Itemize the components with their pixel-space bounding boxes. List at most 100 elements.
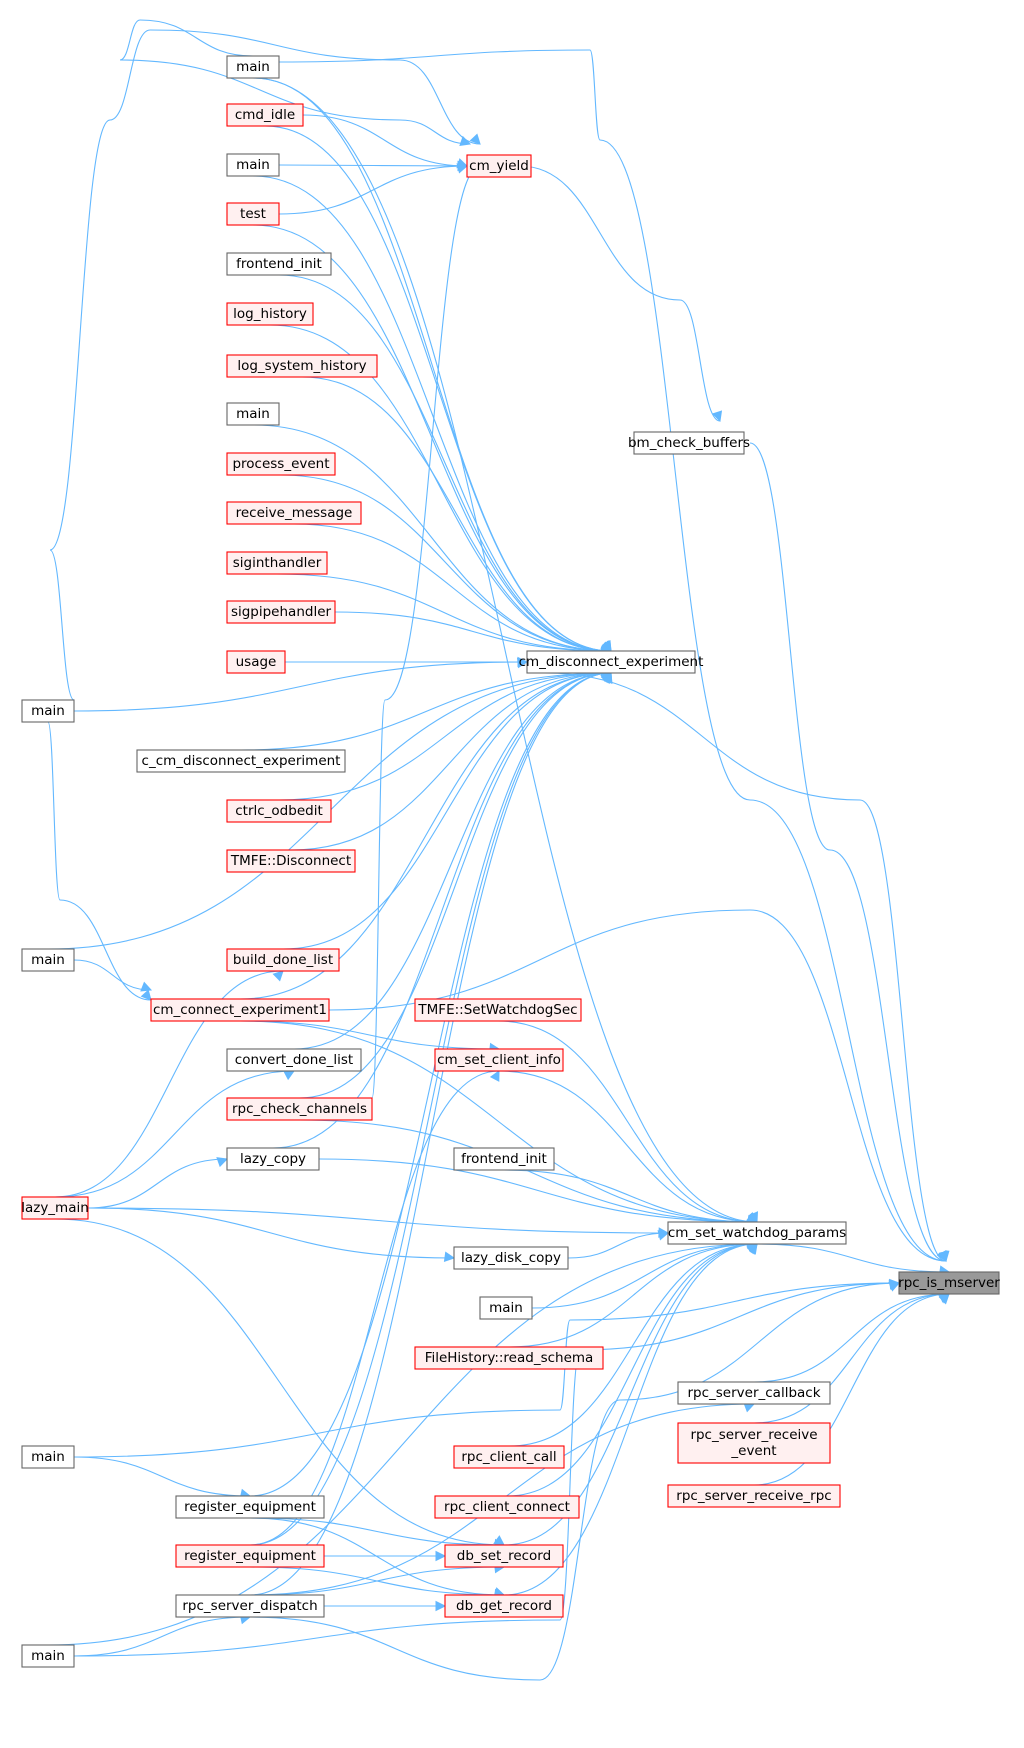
node-box[interactable] [444, 1594, 564, 1618]
node-filehistory-read-schema[interactable]: FileHistory::read_schema [414, 1346, 604, 1370]
node-box[interactable] [226, 354, 378, 378]
node-cm-set-client-info[interactable]: cm_set_client_info [434, 1048, 564, 1072]
node-box[interactable] [453, 1246, 569, 1270]
node-db-get-record[interactable]: db_get_record [444, 1594, 564, 1618]
node-box[interactable] [21, 1196, 89, 1220]
node-box[interactable] [414, 998, 582, 1022]
node-rpc-server-receive-event[interactable]: rpc_server_receive_event [677, 1422, 831, 1464]
node-box[interactable] [226, 402, 280, 426]
node-convert-done-list[interactable]: convert_done_list [226, 1048, 362, 1072]
node-box[interactable] [226, 452, 336, 476]
node-process-event[interactable]: process_event [226, 452, 336, 476]
node-box[interactable] [667, 1484, 841, 1508]
node-box[interactable] [226, 153, 280, 177]
node-siginthandler[interactable]: siginthandler [226, 551, 328, 575]
node-cm-set-watchdog-params[interactable]: cm_set_watchdog_params [667, 1221, 847, 1245]
edge-n36-to-n31 [508, 1243, 758, 1447]
node-box[interactable] [453, 1445, 565, 1469]
node-box[interactable] [466, 154, 532, 178]
node-box[interactable] [226, 252, 332, 276]
node-test[interactable]: test [226, 202, 280, 226]
node-box[interactable] [21, 1644, 75, 1668]
node-rpc-client-call[interactable]: rpc_client_call [453, 1445, 565, 1469]
node-cmd-idle[interactable]: cmd_idle [226, 103, 304, 127]
node-label: rpc_check_channels [232, 1101, 367, 1117]
node-lazy-copy[interactable]: lazy_copy [226, 1147, 320, 1171]
node-cm-disconnect-experiment[interactable]: cm_disconnect_experiment [519, 650, 704, 674]
node-box[interactable] [226, 799, 332, 823]
node-box[interactable] [226, 501, 362, 525]
node-box[interactable] [226, 103, 304, 127]
node-frontend-init[interactable]: frontend_init [453, 1147, 555, 1171]
node-usage[interactable]: usage [226, 650, 286, 674]
node-box[interactable] [175, 1495, 325, 1519]
node-box[interactable] [633, 431, 745, 455]
node-cm-connect-experiment1[interactable]: cm_connect_experiment1 [150, 998, 330, 1022]
node-box[interactable] [226, 55, 280, 79]
node-main[interactable]: main [21, 1644, 75, 1668]
node-main[interactable]: main [226, 55, 280, 79]
node-box[interactable] [175, 1544, 325, 1568]
node-box[interactable] [150, 998, 330, 1022]
node-rpc-server-callback[interactable]: rpc_server_callback [677, 1381, 831, 1405]
node-bm-check-buffers[interactable]: bm_check_buffers [628, 431, 750, 455]
node-box[interactable] [226, 1097, 373, 1121]
node-box[interactable] [226, 551, 328, 575]
node-box[interactable] [414, 1346, 604, 1370]
node-box[interactable] [453, 1147, 555, 1171]
node-box[interactable] [226, 1147, 320, 1171]
node-rpc-is-mserver[interactable]: rpc_is_mserver [898, 1271, 1000, 1295]
node-box[interactable] [226, 302, 314, 326]
node-box[interactable] [526, 650, 696, 674]
node-box[interactable] [677, 1422, 831, 1464]
node-main[interactable]: main [21, 699, 75, 723]
node-box[interactable] [226, 650, 286, 674]
node-main[interactable]: main [226, 402, 280, 426]
node-box[interactable] [677, 1381, 831, 1405]
edge-n3-to-n0 [278, 49, 947, 1262]
node-box[interactable] [21, 948, 75, 972]
node-box[interactable] [136, 749, 346, 773]
node-log-history[interactable]: log_history [226, 302, 314, 326]
node-register-equipment[interactable]: register_equipment [175, 1495, 325, 1519]
node-box[interactable] [21, 1445, 75, 1469]
node-main[interactable]: main [479, 1296, 533, 1320]
node-box[interactable] [21, 699, 75, 723]
edge-n27-to-n26 [87, 1158, 228, 1209]
node-box[interactable] [444, 1544, 564, 1568]
node-log-system-history[interactable]: log_system_history [226, 354, 378, 378]
node-cm-yield[interactable]: cm_yield [466, 154, 532, 178]
node-db-set-record[interactable]: db_set_record [444, 1544, 564, 1568]
node-box[interactable] [226, 1048, 362, 1072]
node-register-equipment[interactable]: register_equipment [175, 1544, 325, 1568]
node-box[interactable] [434, 1048, 564, 1072]
node-box[interactable] [898, 1271, 1000, 1295]
node-build-done-list[interactable]: build_done_list [226, 948, 340, 972]
node-lazy-disk-copy[interactable]: lazy_disk_copy [453, 1246, 569, 1270]
node-box[interactable] [226, 948, 340, 972]
node-main[interactable]: main [21, 948, 75, 972]
node-tmfe-disconnect[interactable]: TMFE::Disconnect [226, 849, 356, 873]
node-box[interactable] [434, 1495, 580, 1519]
node-rpc-server-receive-rpc[interactable]: rpc_server_receive_rpc [667, 1484, 841, 1508]
arrowhead-n6-to-n2 [456, 163, 469, 174]
node-frontend-init[interactable]: frontend_init [226, 252, 332, 276]
node-tmfe-setwatchdogsec[interactable]: TMFE::SetWatchdogSec [414, 998, 582, 1022]
node-box[interactable] [226, 600, 336, 624]
node-lazy-main[interactable]: lazy_main [21, 1196, 89, 1220]
node-main[interactable]: main [21, 1445, 75, 1469]
node-c-cm-disconnect-experiment[interactable]: c_cm_disconnect_experiment [136, 749, 346, 773]
node-rpc-server-dispatch[interactable]: rpc_server_dispatch [175, 1594, 325, 1618]
node-main[interactable]: main [226, 153, 280, 177]
node-box[interactable] [667, 1221, 847, 1245]
node-sigpipehandler[interactable]: sigpipehandler [226, 600, 336, 624]
node-box[interactable] [175, 1594, 325, 1618]
node-rpc-check-channels[interactable]: rpc_check_channels [226, 1097, 373, 1121]
arrowhead-n42-to-n29 [489, 1070, 500, 1082]
node-box[interactable] [226, 202, 280, 226]
node-receive-message[interactable]: receive_message [226, 501, 362, 525]
node-box[interactable] [479, 1296, 533, 1320]
node-rpc-client-connect[interactable]: rpc_client_connect [434, 1495, 580, 1519]
node-ctrlc-odbedit[interactable]: ctrlc_odbedit [226, 799, 332, 823]
node-box[interactable] [226, 849, 356, 873]
